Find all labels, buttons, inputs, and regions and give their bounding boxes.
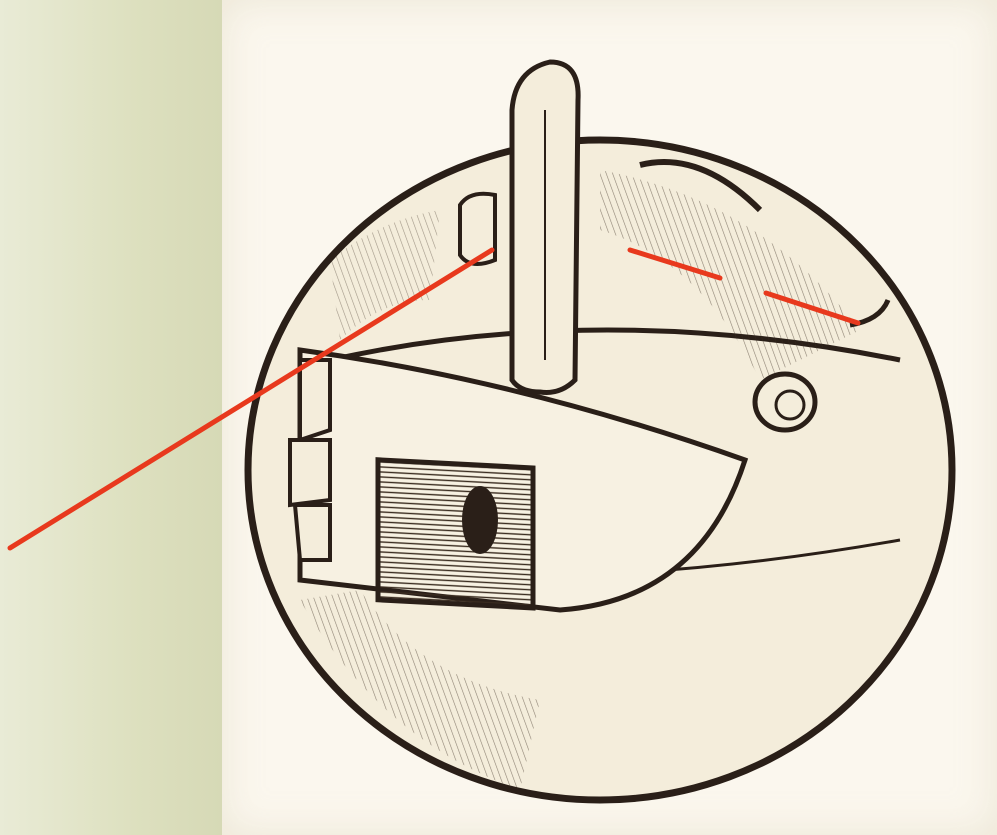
tension-screw (755, 374, 815, 430)
